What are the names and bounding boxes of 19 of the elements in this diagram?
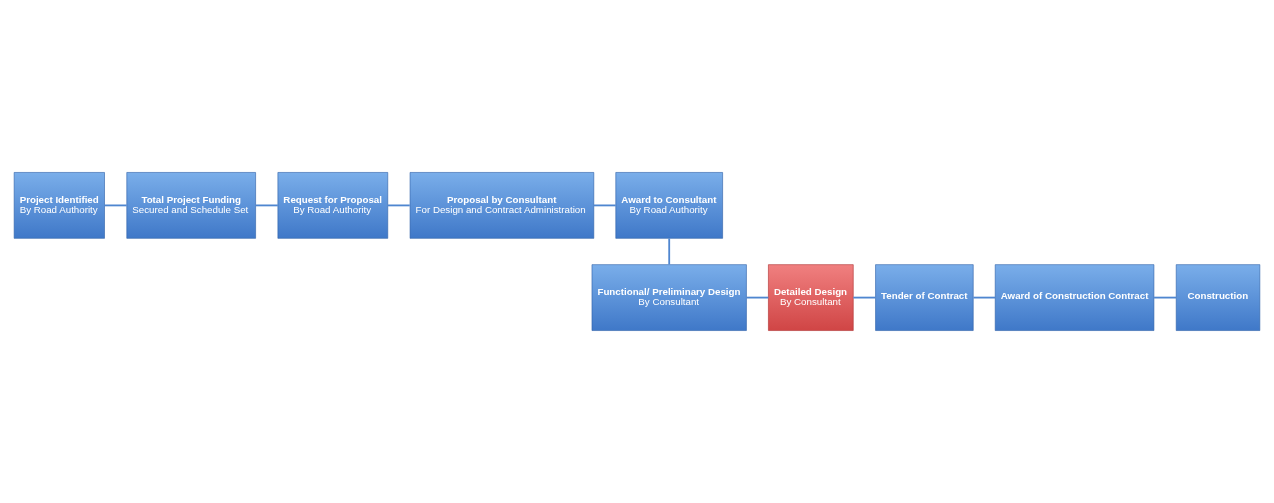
node-box: Construction	[1175, 264, 1261, 331]
node-box: Detailed Design By Consultant	[768, 264, 854, 331]
node-box: Total Project Funding Secured and Schedule Set	[126, 172, 256, 239]
connector	[972, 296, 997, 299]
connector	[745, 296, 770, 299]
connector	[387, 204, 411, 207]
connector	[852, 296, 877, 299]
connector	[1153, 296, 1177, 299]
connector	[103, 204, 128, 207]
connector	[592, 204, 617, 207]
node-box: Request for Proposal By Road Authority	[277, 172, 389, 239]
node-box: Award of Construction Contract	[994, 264, 1155, 331]
node-box: Functional/ Preliminary Design By Consultant	[591, 264, 747, 331]
node-box: Project Identified By Road Authority	[13, 172, 105, 239]
node-box: Proposal by Consultant For Design and Contract Administration	[409, 172, 595, 239]
connector	[668, 237, 671, 266]
node-box: Tender of Contract	[875, 264, 974, 331]
connector	[254, 204, 279, 207]
node-box: Award to Consultant By Road Authority	[615, 172, 723, 239]
